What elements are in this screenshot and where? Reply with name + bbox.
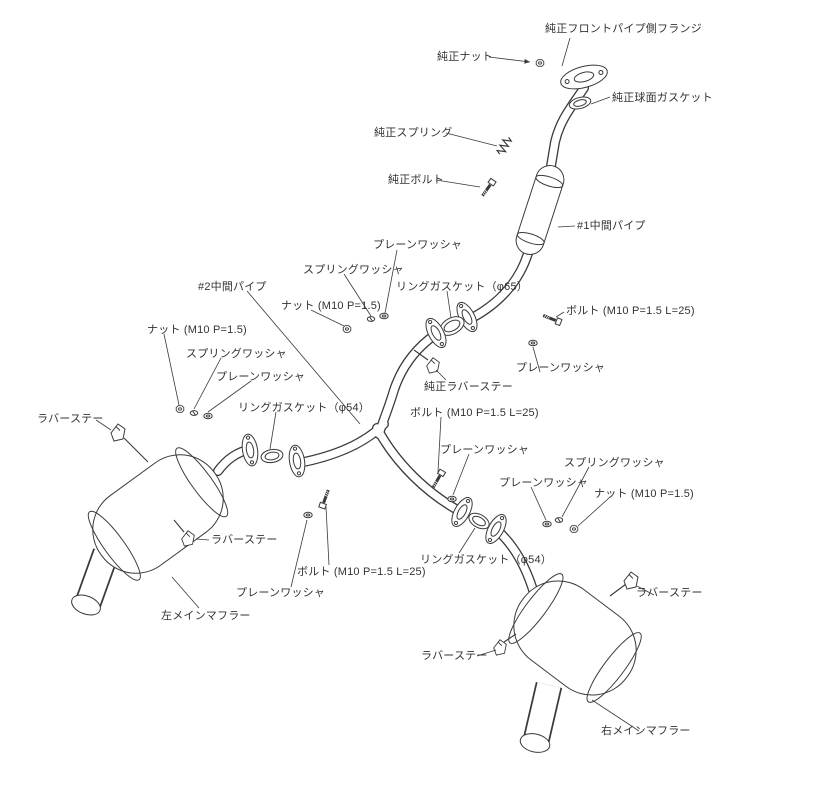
oem-spring-part (495, 134, 513, 157)
rubber-stay-right (609, 571, 639, 597)
label-oem-front-pipe-flange: 純正フロントパイプ側フランジ (545, 23, 702, 35)
label-rubber-stay-2: ラバーステー (211, 534, 278, 546)
label-ring-gasket-54-left: リングガスケット（φ54） (238, 402, 370, 414)
label-oem-spring: 純正スプリング (374, 127, 453, 139)
label-spring-washer-1: スプリングワッシャ (303, 264, 404, 276)
label-rubber-stay-4: ラバーステー (421, 650, 488, 662)
label-ring-gasket-54-right: リングガスケット（φ54） (420, 554, 552, 566)
oem-rubber-stay-part (413, 349, 440, 374)
label-right-main-muffler: 右メインマフラー (601, 725, 691, 737)
label-bolt-3: ボルト (M10 P=1.5 L=25) (297, 566, 426, 578)
label-plain-washer-6: プレーンワッシャ (236, 587, 326, 599)
label-oem-spherical-gasket: 純正球面ガスケット (612, 92, 713, 104)
label-pipe-1: #1中間パイプ (577, 220, 646, 232)
left-main-muffler (87, 447, 229, 581)
rubber-stay-right-inner (493, 633, 517, 656)
label-pipe-2: #2中間パイプ (198, 281, 267, 293)
oem-bolt-part (478, 176, 498, 200)
rubber-stay-left-bottom (173, 519, 195, 547)
label-left-main-muffler: 左メインマフラー (161, 610, 251, 622)
label-plain-washer-5: プレーンワッシャ (499, 477, 589, 489)
label-nut-1: ナット (M10 P=1.5) (281, 300, 381, 312)
label-rubber-stay-1: ラバーステー (37, 413, 104, 425)
resonator-pipe1 (515, 165, 565, 255)
label-plain-washer-3: プレーンワッシャ (516, 362, 606, 374)
label-plain-washer-4: プレーンワッシャ (440, 444, 530, 456)
oem-spherical-gasket (568, 96, 592, 110)
label-bolt-1: ボルト (M10 P=1.5 L=25) (566, 305, 695, 317)
label-ring-gasket-65: リングガスケット（φ65） (396, 281, 528, 293)
label-spring-washer-2: スプリングワッシャ (186, 348, 287, 360)
front-pipe-flange (560, 64, 608, 90)
label-bolt-2: ボルト (M10 P=1.5 L=25) (410, 407, 539, 419)
label-plain-washer-1: プレーンワッシャ (373, 239, 463, 251)
leader-lines (95, 37, 655, 732)
right-muffler-tip (519, 681, 563, 753)
rubber-stay-left-top (110, 423, 149, 463)
label-nut-2: ナット (M10 P=1.5) (147, 324, 247, 336)
label-rubber-stay-3: ラバーステー (636, 587, 703, 599)
label-oem-rubber-stay: 純正ラバーステー (424, 381, 513, 393)
left-muffler-tip (71, 548, 119, 616)
label-plain-washer-2: プレーンワッシャ (216, 371, 306, 383)
label-oem-nut: 純正ナット (437, 51, 493, 63)
right-main-muffler (508, 573, 642, 703)
label-spring-washer-3: スプリングワッシャ (564, 457, 665, 469)
oem-nut-part (535, 59, 545, 67)
label-oem-bolt: 純正ボルト (388, 174, 444, 186)
label-nut-3: ナット (M10 P=1.5) (594, 488, 694, 500)
